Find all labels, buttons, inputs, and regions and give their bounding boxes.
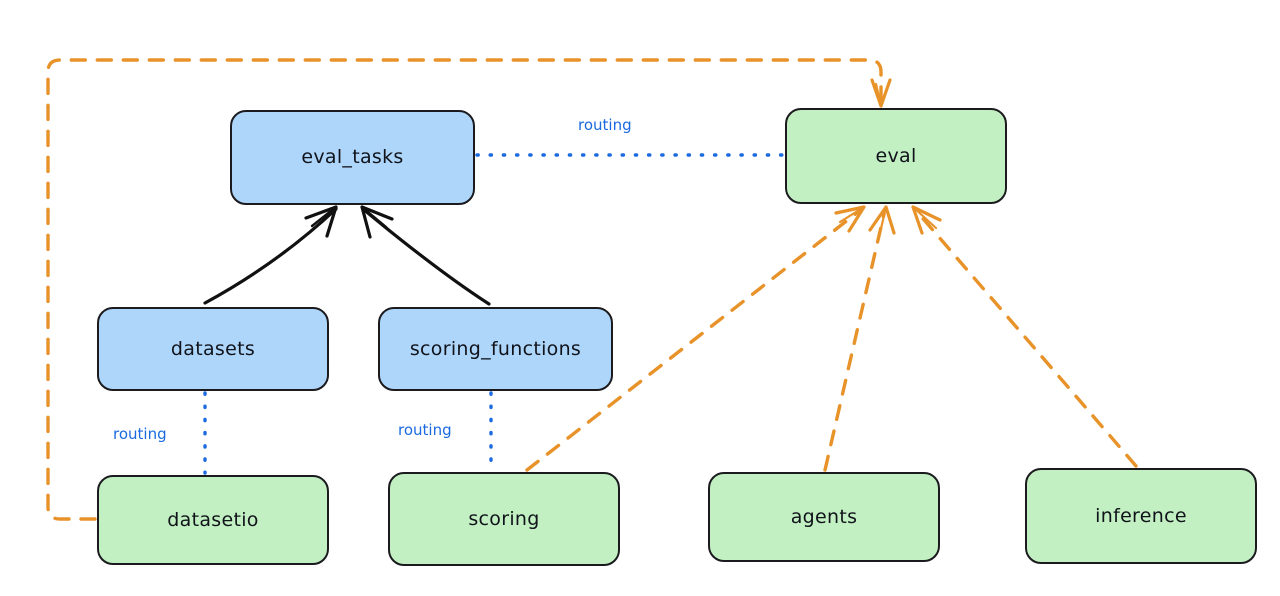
node-label: scoring [468,507,540,530]
edge-datasets-to-eval_tasks [203,205,338,305]
node-label: eval [875,144,917,167]
node-eval-tasks[interactable]: eval_tasks [230,110,475,205]
edge-scoring_functions-to-eval_tasks [360,205,491,306]
node-scoring[interactable]: scoring [388,472,620,566]
node-label: datasets [170,337,256,360]
node-inference[interactable]: inference [1025,468,1257,564]
node-label: datasetio [167,508,259,531]
edge-scoring-to-eval [525,205,866,472]
edge-inference-to-eval [911,205,1138,468]
edge-agents-to-eval [823,205,896,472]
node-label: eval_tasks [301,146,404,168]
edge-datasetio-to-eval [46,58,892,521]
edge-label-routing-eval-tasks-eval: routing [578,116,632,134]
node-label: inference [1095,504,1187,527]
node-datasets[interactable]: datasets [97,307,329,391]
node-label: scoring_functions [409,337,582,360]
edge-label-routing-datasets-datasetio: routing [113,425,167,443]
node-agents[interactable]: agents [708,472,940,562]
edge-label-routing-scoring-functions-scoring: routing [398,421,452,439]
node-datasetio[interactable]: datasetio [97,475,329,565]
node-scoring-functions[interactable]: scoring_functions [378,307,613,391]
node-label: agents [790,505,858,528]
node-eval[interactable]: eval [785,108,1007,204]
